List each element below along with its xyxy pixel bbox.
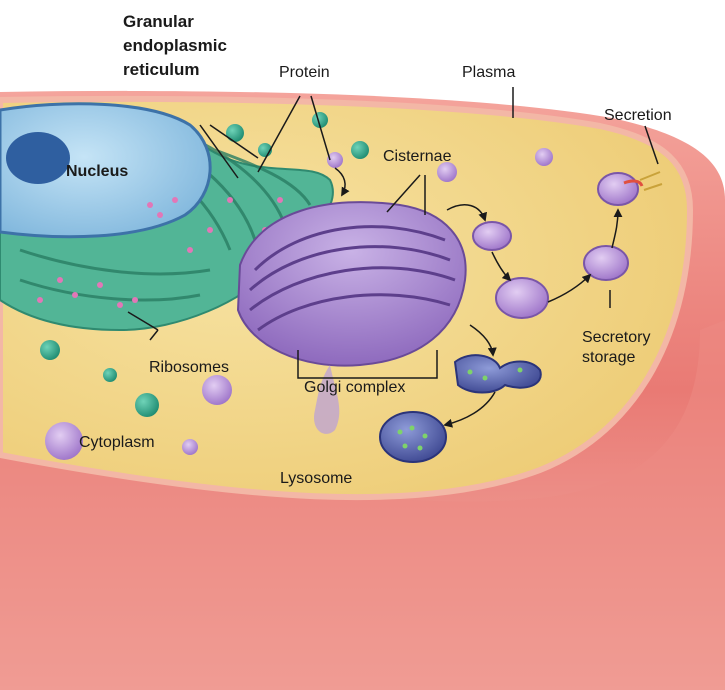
label-plasma: Plasma [462,63,515,83]
label-granular-er-line1: Granular [123,10,227,34]
label-secretion: Secretion [604,106,672,126]
label-granular-er: Granular endoplasmic reticulum [123,10,227,82]
label-golgi-complex: Golgi complex [304,378,405,398]
label-secretory-storage: Secretory storage [582,328,650,368]
label-secretory-storage-line1: Secretory [582,328,650,348]
label-secretory-storage-line2: storage [582,348,650,368]
label-protein: Protein [279,63,330,83]
label-lysosome: Lysosome [280,469,352,489]
label-granular-er-line2: endoplasmic [123,34,227,58]
label-cytoplasm: Cytoplasm [79,433,155,453]
label-ribosomes: Ribosomes [149,358,229,378]
label-cisternae: Cisternae [383,147,451,167]
label-granular-er-line3: reticulum [123,58,227,82]
label-nucleus: Nucleus [66,162,128,182]
nucleolus [6,132,70,184]
